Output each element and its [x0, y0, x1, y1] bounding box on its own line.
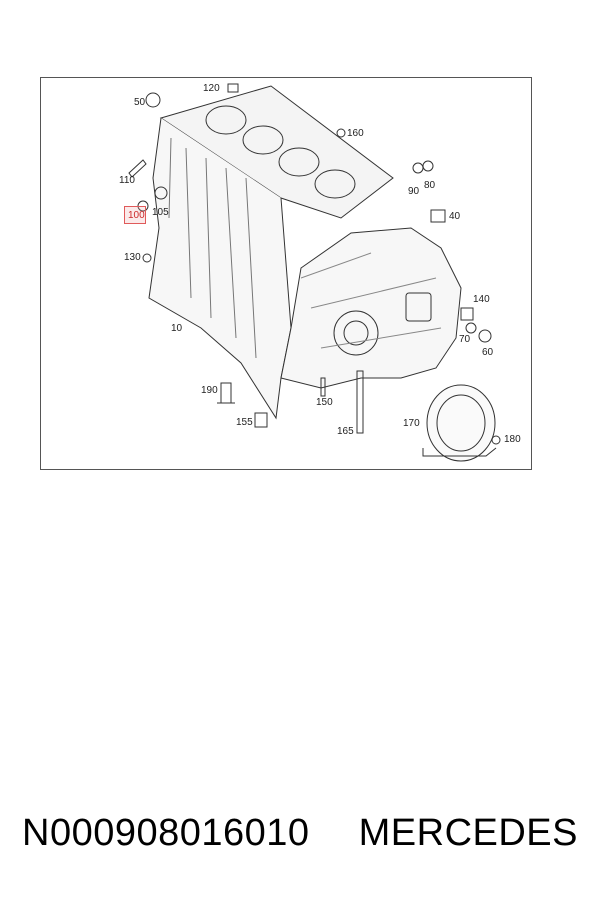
callout-60: 60: [482, 347, 494, 358]
callout-170: 170: [403, 418, 420, 429]
callout-110: 110: [119, 175, 135, 186]
callout-190: 190: [201, 385, 218, 396]
callout-90: 90: [408, 186, 420, 197]
callout-160: 160: [347, 128, 364, 139]
part-120-dowel: [227, 83, 239, 93]
engine-block-drawing: [128, 83, 501, 462]
brand-name: MERCEDES: [358, 812, 578, 854]
block-rear-face: [280, 227, 462, 389]
parts-diagram: 50 120 160 110 100 105 90 80 40 130 10 1…: [40, 77, 532, 470]
callout-140: 140: [473, 294, 490, 305]
part-180-bolt: [491, 435, 501, 445]
callout-105: 105: [152, 207, 169, 218]
callout-150: 150: [316, 397, 333, 408]
part-165-bolt: [356, 370, 364, 434]
part-150-bolt: [320, 377, 326, 397]
cylinder-bore-1: [205, 105, 247, 135]
callout-155: 155: [236, 417, 253, 428]
part-70-ring: [465, 322, 477, 334]
part-60-plug: [478, 329, 492, 343]
part-90-plug: [412, 162, 424, 174]
part-number: N000908016010: [22, 812, 310, 854]
part-155-plug: [254, 412, 268, 428]
callout-180: 180: [504, 434, 521, 445]
cylinder-bore-3: [278, 147, 320, 177]
part-190-sensor: [217, 382, 235, 404]
callout-100: 100: [128, 210, 145, 221]
part-caption: N000908016010 MERCEDES: [0, 812, 600, 855]
cylinder-bore-2: [242, 125, 284, 155]
callout-130: 130: [124, 252, 141, 263]
part-40-sleeve: [430, 209, 446, 223]
callout-120: 120: [203, 83, 220, 94]
part-105-ring: [154, 186, 168, 200]
callout-80: 80: [424, 180, 436, 191]
part-80-plug: [422, 160, 434, 172]
crank-bore: [333, 310, 379, 356]
block-deck: [159, 85, 394, 219]
part-160-bolt: [336, 128, 346, 138]
part-50-plug: [145, 92, 161, 108]
callout-50: 50: [134, 97, 146, 108]
callout-165: 165: [337, 426, 354, 437]
callout-40: 40: [449, 211, 461, 222]
part-130-plug: [142, 253, 152, 263]
highlight-box: [124, 206, 146, 224]
cylinder-bore-4: [314, 169, 356, 199]
callout-10: 10: [171, 323, 183, 334]
part-110-pin: [128, 159, 147, 178]
callout-70: 70: [459, 334, 471, 345]
part-140-sleeve: [460, 307, 474, 321]
